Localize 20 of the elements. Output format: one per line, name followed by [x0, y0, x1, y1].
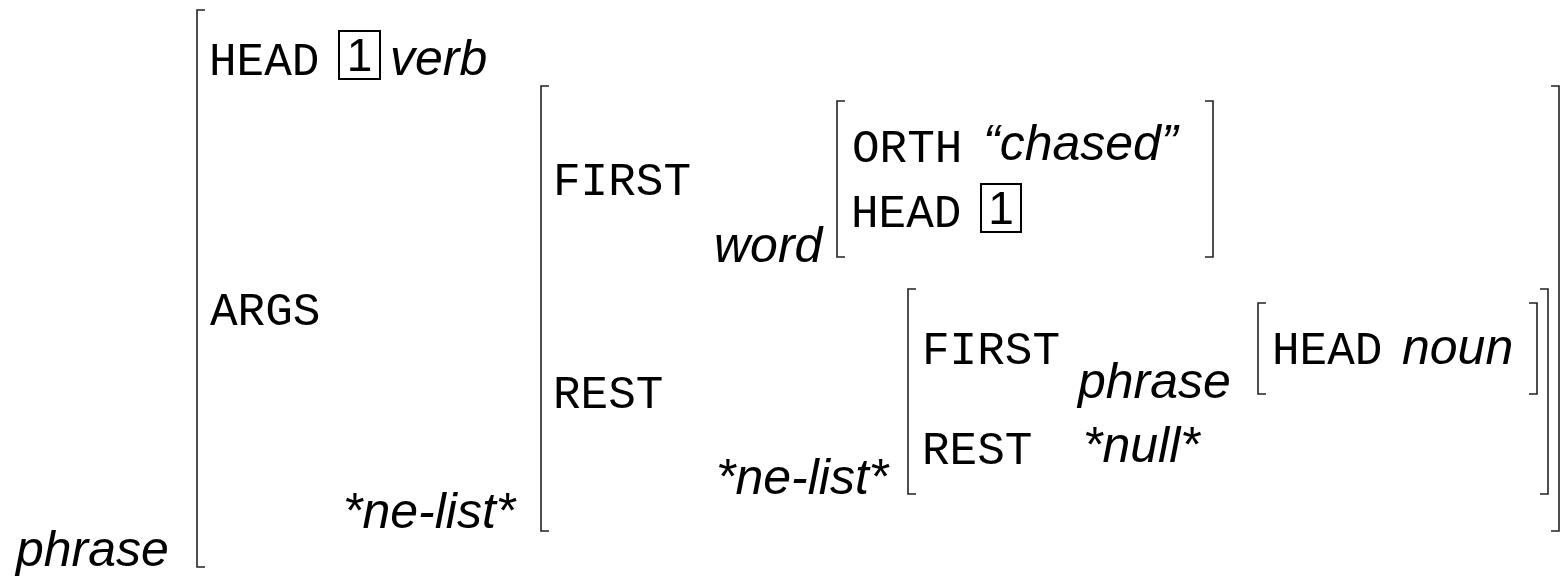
type-label: phrase — [16, 524, 169, 574]
type-label: phrase — [1078, 356, 1231, 406]
attribute-name: HEAD — [851, 192, 962, 238]
attribute-name: REST — [922, 429, 1033, 475]
type-value: *null* — [1083, 420, 1200, 470]
attribute-name: HEAD — [1272, 329, 1383, 375]
type-label: word — [714, 220, 823, 270]
type-value: noun — [1402, 322, 1514, 372]
coindex-tag: 1 — [980, 183, 1022, 233]
type-label: *ne-list* — [343, 486, 516, 536]
attribute-name: ORTH — [852, 127, 963, 173]
attribute-name: HEAD — [209, 40, 320, 86]
coindex-tag: 1 — [338, 30, 381, 80]
attribute-name: REST — [553, 373, 664, 419]
type-value: verb — [390, 33, 488, 83]
type-label: *ne-list* — [716, 452, 889, 502]
attribute-name: ARGS — [210, 290, 321, 336]
attribute-name: FIRST — [553, 160, 692, 206]
type-value: “chased” — [983, 118, 1178, 168]
attribute-name: FIRST — [922, 329, 1061, 375]
